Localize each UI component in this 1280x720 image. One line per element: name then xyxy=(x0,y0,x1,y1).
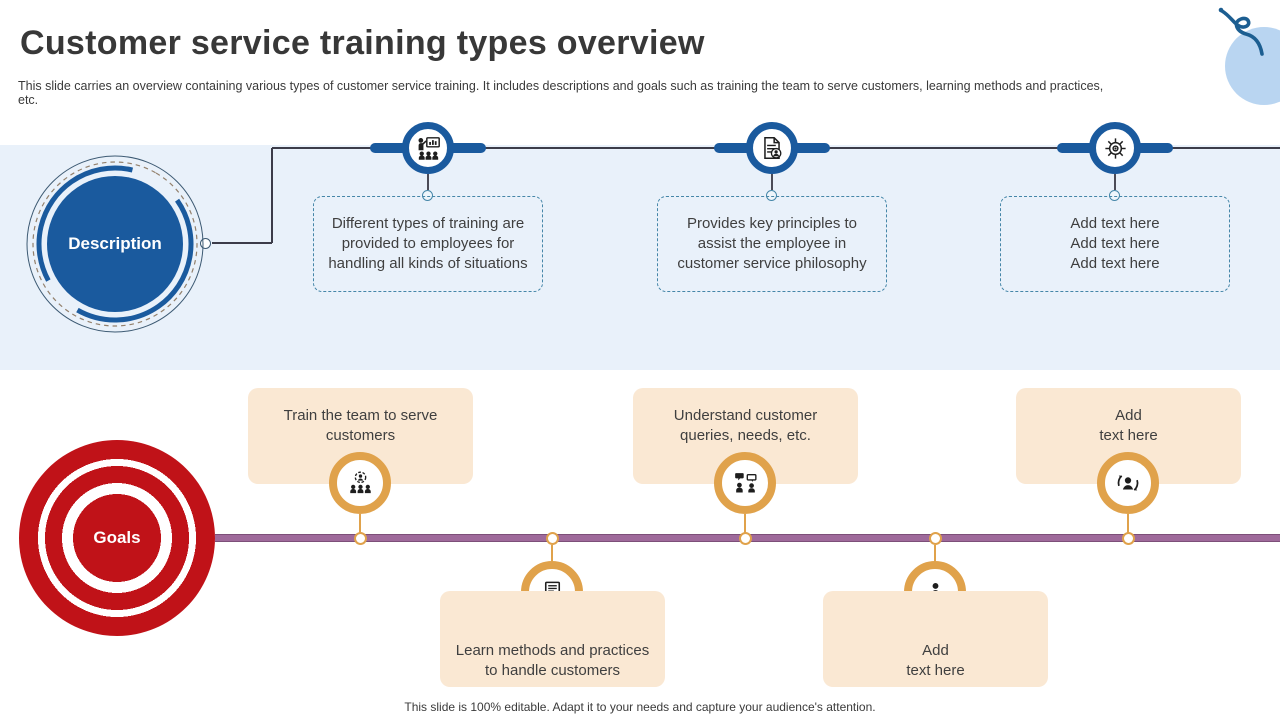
icon-badge xyxy=(746,122,798,174)
description-card: Different types of training are provided… xyxy=(313,196,543,292)
document-person-icon xyxy=(764,136,782,160)
connector-line xyxy=(271,148,273,243)
card-text-line: handling all kinds of situations xyxy=(328,255,528,272)
goal-card: Train the team to serve customers xyxy=(248,388,473,484)
card-text-line: customer service philosophy xyxy=(677,255,867,272)
connector-node xyxy=(1109,190,1120,201)
card-text-line: Train the team to serve xyxy=(283,407,438,424)
icon-badge xyxy=(402,122,454,174)
card-text-line: Add text here xyxy=(1070,235,1160,252)
training-presentation-icon xyxy=(417,136,440,160)
balloon-icon xyxy=(1225,27,1280,105)
card-text-line: Provides key principles to xyxy=(686,215,858,232)
connector-node xyxy=(422,190,433,201)
goal-card: Learn methods and practices to handle cu… xyxy=(440,591,665,687)
customer-conversation-icon xyxy=(734,472,757,492)
description-label: Description xyxy=(68,234,162,253)
card-text-line: text here xyxy=(906,662,965,679)
card-text-line: Learn methods and practices xyxy=(455,642,650,659)
timeline-node xyxy=(354,532,367,545)
description-circle: Description xyxy=(25,154,205,334)
timeline-node xyxy=(1122,532,1135,545)
connector-line xyxy=(1127,514,1129,534)
balloon-string-icon xyxy=(1218,7,1264,56)
goal-card: Add text here xyxy=(823,591,1048,687)
card-text-line: text here xyxy=(1099,427,1158,444)
card-text-line: Add xyxy=(1115,407,1142,424)
connector-line xyxy=(1114,174,1116,190)
icon-badge xyxy=(1097,452,1159,514)
goals-label: Goals xyxy=(93,528,141,547)
connector-line xyxy=(427,174,429,190)
card-text-line: to handle customers xyxy=(484,662,621,679)
card-text-line: queries, needs, etc. xyxy=(680,427,811,444)
card-text-line: Different types of training are xyxy=(331,215,525,232)
connector-line xyxy=(771,174,773,190)
description-band xyxy=(0,145,1280,370)
card-text-line: Add xyxy=(922,642,949,659)
card-text-line: Add text here xyxy=(1070,215,1160,232)
timeline-node xyxy=(739,532,752,545)
footer-note: This slide is 100% editable. Adapt it to… xyxy=(404,700,876,714)
page-title: Customer service training types overview xyxy=(20,24,705,62)
connector-line xyxy=(551,545,553,561)
card-text-line: customers xyxy=(325,427,396,444)
card-text-line: Add text here xyxy=(1070,255,1160,272)
connector-line xyxy=(934,545,936,561)
page-subtitle: This slide carries an overview containin… xyxy=(18,79,1104,107)
ship-helm-icon xyxy=(1104,137,1126,159)
goals-bullseye: Goals xyxy=(19,440,215,636)
customer-support-icon xyxy=(1117,475,1139,491)
card-text-line: assist the employee in xyxy=(697,235,847,252)
icon-badge xyxy=(329,452,391,514)
connector-line xyxy=(212,242,272,244)
timeline-node xyxy=(546,532,559,545)
card-text-line: provided to employees for xyxy=(341,235,515,252)
connector-line xyxy=(744,514,746,534)
card-text-line: Understand customer xyxy=(673,407,818,424)
connector-node xyxy=(766,190,777,201)
icon-badge xyxy=(714,452,776,514)
timeline-node xyxy=(929,532,942,545)
description-card: Add text here Add text here Add text her… xyxy=(1000,196,1230,292)
connector-line xyxy=(359,514,361,534)
connector-node xyxy=(200,238,211,249)
description-card: Provides key principles to assist the em… xyxy=(657,196,887,292)
description-circle-rings xyxy=(26,155,204,333)
team-globe-icon xyxy=(349,470,371,493)
icon-badge xyxy=(1089,122,1141,174)
